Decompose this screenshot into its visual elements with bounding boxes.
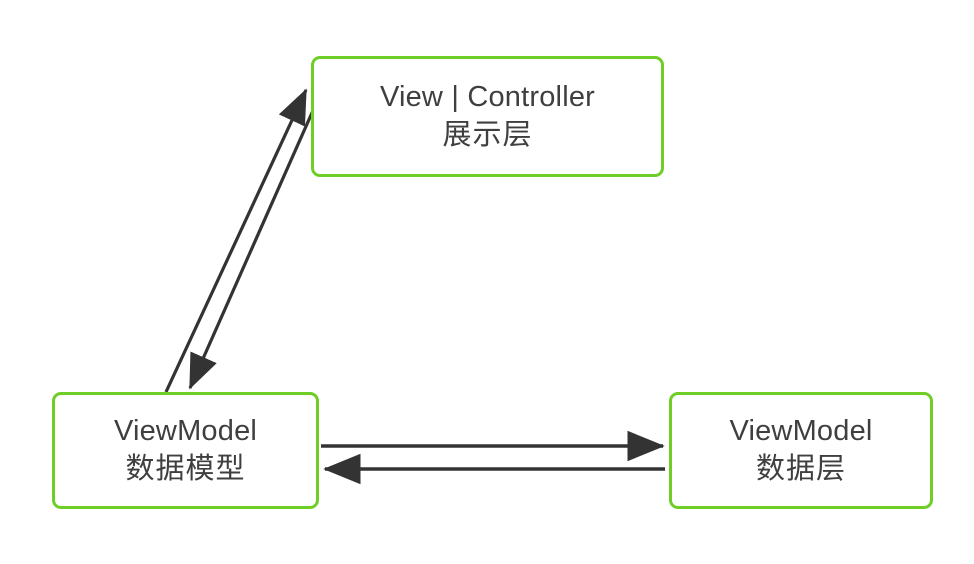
node-viewmodel-model[interactable]: ViewModel 数据模型 bbox=[52, 392, 319, 509]
node-view-controller-subtitle: 展示层 bbox=[442, 118, 533, 151]
node-viewmodel-model-subtitle: 数据模型 bbox=[125, 452, 246, 485]
node-view-controller-title: View | Controller bbox=[379, 81, 596, 114]
edge-model-to-view bbox=[164, 88, 308, 393]
node-viewmodel-data-subtitle: 数据层 bbox=[755, 452, 846, 485]
node-viewmodel-model-title: ViewModel bbox=[113, 415, 258, 448]
edge-view-to-model bbox=[188, 96, 321, 390]
node-viewmodel-data[interactable]: ViewModel 数据层 bbox=[669, 392, 933, 509]
node-viewmodel-data-title: ViewModel bbox=[729, 415, 873, 448]
node-view-controller[interactable]: View | Controller 展示层 bbox=[311, 56, 664, 177]
